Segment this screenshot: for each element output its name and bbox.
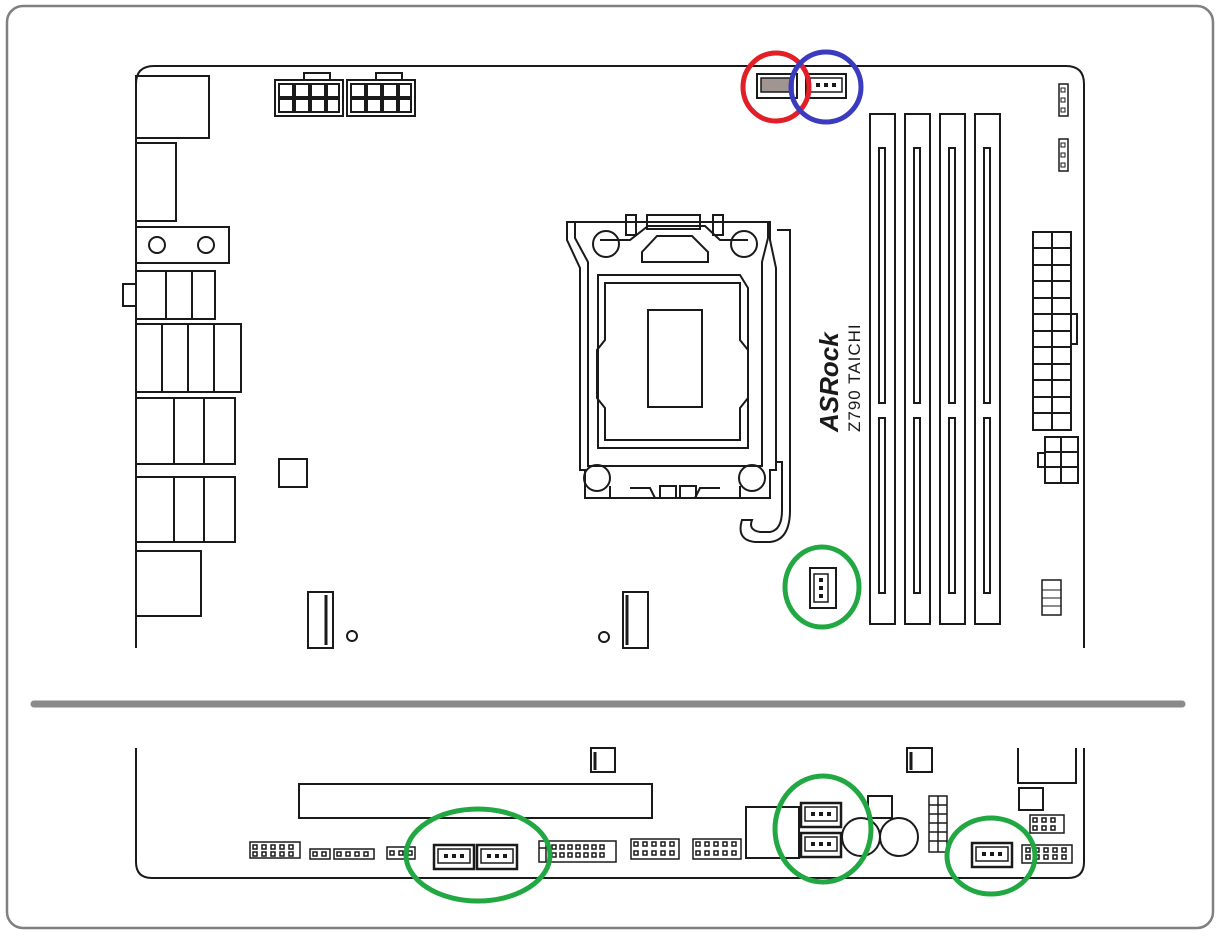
rear-io-block-8 bbox=[135, 550, 202, 617]
m2-slot-2 bbox=[622, 591, 649, 649]
board-brand-group: ASRock Z790 TAICHI bbox=[814, 323, 864, 433]
m2-slot-bottom-2 bbox=[906, 747, 933, 773]
chassis-fan-header-bottom-1 bbox=[432, 843, 476, 871]
rear-io-antenna-1 bbox=[148, 236, 166, 254]
bottom-right-square bbox=[1018, 787, 1044, 811]
dimm-slots bbox=[869, 113, 1001, 625]
chipset-square bbox=[278, 458, 308, 488]
dimm-slot-1 bbox=[869, 113, 896, 625]
rear-io-block-2 bbox=[135, 142, 177, 222]
board-top-section bbox=[122, 65, 1085, 649]
chassis-fan-bottom-middle-marker bbox=[772, 773, 874, 885]
board-outline-bottom bbox=[135, 748, 1085, 879]
board-bottom-section bbox=[135, 747, 1085, 879]
m2-standoff-1 bbox=[346, 630, 358, 642]
cpu-power-connector-2 bbox=[346, 72, 416, 117]
rear-io-block-1 bbox=[135, 75, 210, 139]
chassis-fan-right-of-socket-marker bbox=[782, 544, 862, 630]
board-model-name: Z790 TAICHI bbox=[845, 323, 864, 432]
m2-slot-bottom-1 bbox=[590, 747, 616, 773]
chassis-fan-bottom-left-marker bbox=[403, 806, 553, 904]
chassis-fan-header-bottom-3 bbox=[799, 801, 843, 829]
board-brand-logo: ASRock bbox=[814, 331, 844, 433]
m2-slot-1 bbox=[307, 591, 334, 649]
dimm-slot-3 bbox=[939, 113, 966, 625]
dimm-slot-2 bbox=[904, 113, 931, 625]
m2-standoff-2 bbox=[598, 631, 610, 643]
chassis-fan-header-bottom-5 bbox=[970, 841, 1014, 869]
chassis-fan-bottom-right-marker bbox=[944, 815, 1038, 897]
cmos-button-2 bbox=[879, 817, 919, 857]
pin-header-top-right-1 bbox=[1058, 83, 1069, 117]
rear-io-block-6 bbox=[135, 397, 236, 465]
chassis-fan-header-socket-right bbox=[809, 567, 837, 609]
bottom-right-block bbox=[1017, 748, 1077, 784]
cpu-power-connector-1 bbox=[274, 72, 344, 117]
pcie-slot-bottom bbox=[298, 783, 653, 819]
chassis-fan-header-bottom-2 bbox=[475, 843, 519, 871]
pin-header-top-right-2 bbox=[1058, 138, 1069, 172]
atx-24pin-connector bbox=[1032, 231, 1078, 431]
cpu-fan-marker bbox=[740, 50, 812, 124]
rear-io-block-3 bbox=[135, 226, 230, 264]
bottom-chip bbox=[745, 806, 800, 859]
aio-pump-marker bbox=[788, 49, 864, 125]
rear-io-block-7 bbox=[135, 476, 236, 543]
rear-io-block-4 bbox=[135, 270, 216, 320]
aux-power-connector bbox=[1037, 436, 1079, 484]
dimm-slot-4 bbox=[974, 113, 1001, 625]
bottom-pin-headers bbox=[249, 795, 1073, 864]
cpu-socket bbox=[566, 214, 791, 543]
cpu-opt-pump-header bbox=[805, 73, 847, 99]
chassis-fan-header-bottom-4 bbox=[799, 831, 843, 859]
rear-io-antenna-2 bbox=[197, 236, 215, 254]
